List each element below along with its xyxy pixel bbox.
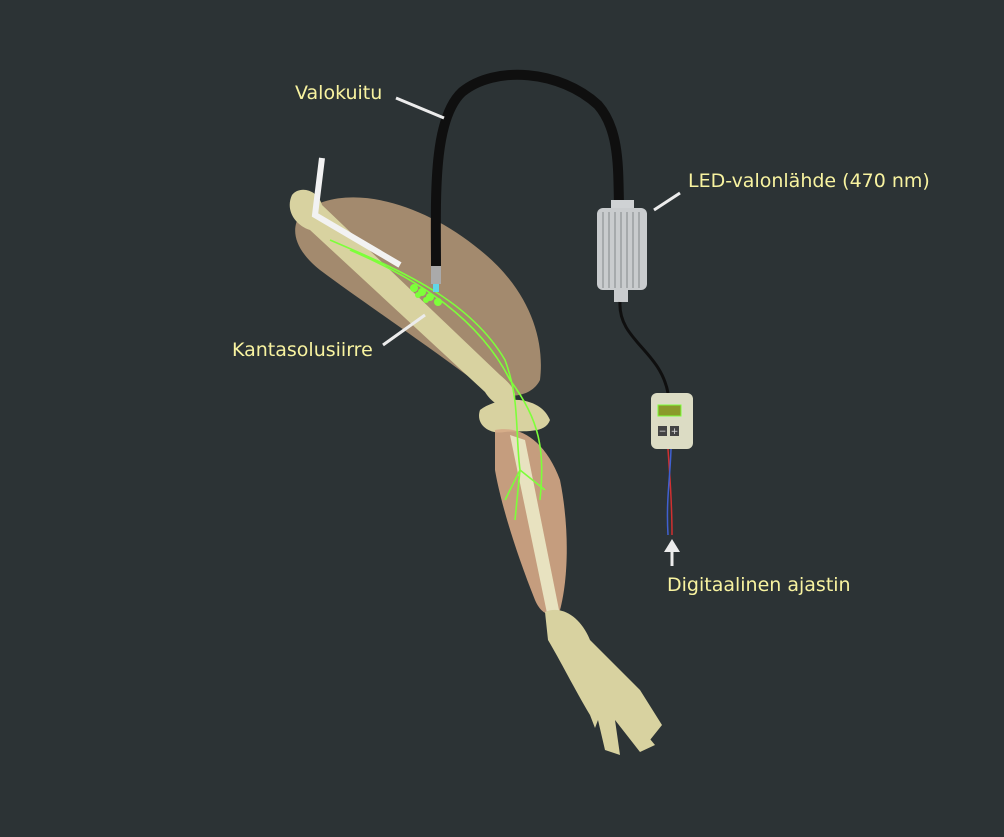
nerve-fibers bbox=[329, 239, 546, 521]
up-arrow-icon bbox=[664, 539, 680, 566]
led-source-label: LED-valonlähde (470 nm) bbox=[688, 170, 930, 192]
svg-text:+: + bbox=[671, 427, 679, 437]
timer-wire bbox=[618, 301, 670, 394]
digital-timer: − + bbox=[651, 393, 693, 449]
graft-label: Kantasolusiirre bbox=[232, 339, 373, 361]
leg-illustration bbox=[289, 157, 662, 755]
red-wire bbox=[667, 448, 673, 536]
knee-bone bbox=[479, 399, 550, 433]
needle-catheter bbox=[311, 157, 402, 268]
optical-fiber-cable bbox=[430, 69, 624, 275]
blue-wire bbox=[666, 448, 672, 536]
graft-leader-line bbox=[382, 313, 426, 347]
femur-bone bbox=[289, 189, 516, 407]
fiber-connector bbox=[431, 266, 441, 284]
timer-minus-button bbox=[658, 426, 667, 436]
foot-bones bbox=[545, 609, 662, 755]
led-light-source bbox=[597, 200, 647, 302]
timer-label: Digitaalinen ajastin bbox=[667, 574, 851, 596]
timer-plus-button bbox=[670, 426, 679, 436]
fiber-label: Valokuitu bbox=[295, 82, 383, 104]
stem-cell-graft bbox=[410, 284, 442, 306]
svg-text:−: − bbox=[659, 427, 667, 437]
fiber-leader-line bbox=[395, 96, 445, 120]
led-leader-line bbox=[653, 191, 681, 212]
tibia-bone bbox=[510, 435, 560, 618]
